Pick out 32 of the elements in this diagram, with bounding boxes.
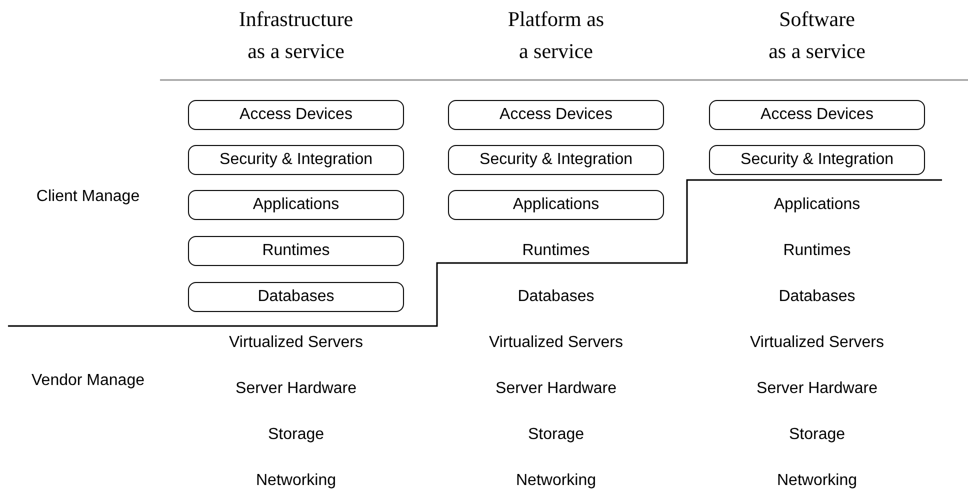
layer-label: Networking — [516, 471, 596, 491]
layer-box: Security & Integration — [188, 145, 404, 175]
column-heading: Platform as a service — [506, 6, 606, 65]
layer-label: Storage — [788, 425, 846, 445]
layer-label: Networking — [776, 471, 858, 491]
layer-box: Access Devices — [709, 100, 925, 130]
layer-label: Storage — [268, 425, 324, 445]
layer-label: Runtimes — [522, 241, 590, 261]
layer-label: Virtualized Servers — [489, 333, 623, 353]
layer-label: Storage — [528, 425, 584, 445]
layer-box: Runtimes — [188, 236, 404, 266]
layer-label: Applications — [774, 195, 860, 215]
layer-box: Databases — [188, 282, 404, 312]
row-group-label: Vendor Manage — [32, 371, 144, 391]
layer-label: Server Hardware — [496, 379, 616, 399]
layer-label: Virtualized Servers — [229, 333, 363, 353]
layer-box: Security & Integration — [709, 145, 925, 175]
layer-label: Server Hardware — [236, 379, 356, 399]
layer-box: Applications — [188, 190, 404, 220]
layer-label: Databases — [518, 287, 594, 307]
layer-label: Virtualized Servers — [750, 333, 884, 353]
layer-label: Runtimes — [783, 241, 851, 261]
layer-label: Databases — [778, 287, 856, 307]
layer-box: Access Devices — [188, 100, 404, 130]
layer-box: Security & Integration — [448, 145, 664, 175]
column-heading: Infrastructure as a service — [238, 6, 354, 65]
layer-box: Access Devices — [448, 100, 664, 130]
row-group-label: Client Manage — [36, 187, 140, 207]
layer-label: Server Hardware — [756, 379, 878, 399]
column-heading: Software as a service — [768, 6, 866, 65]
layer-label: Networking — [256, 471, 336, 491]
layer-box: Applications — [448, 190, 664, 220]
